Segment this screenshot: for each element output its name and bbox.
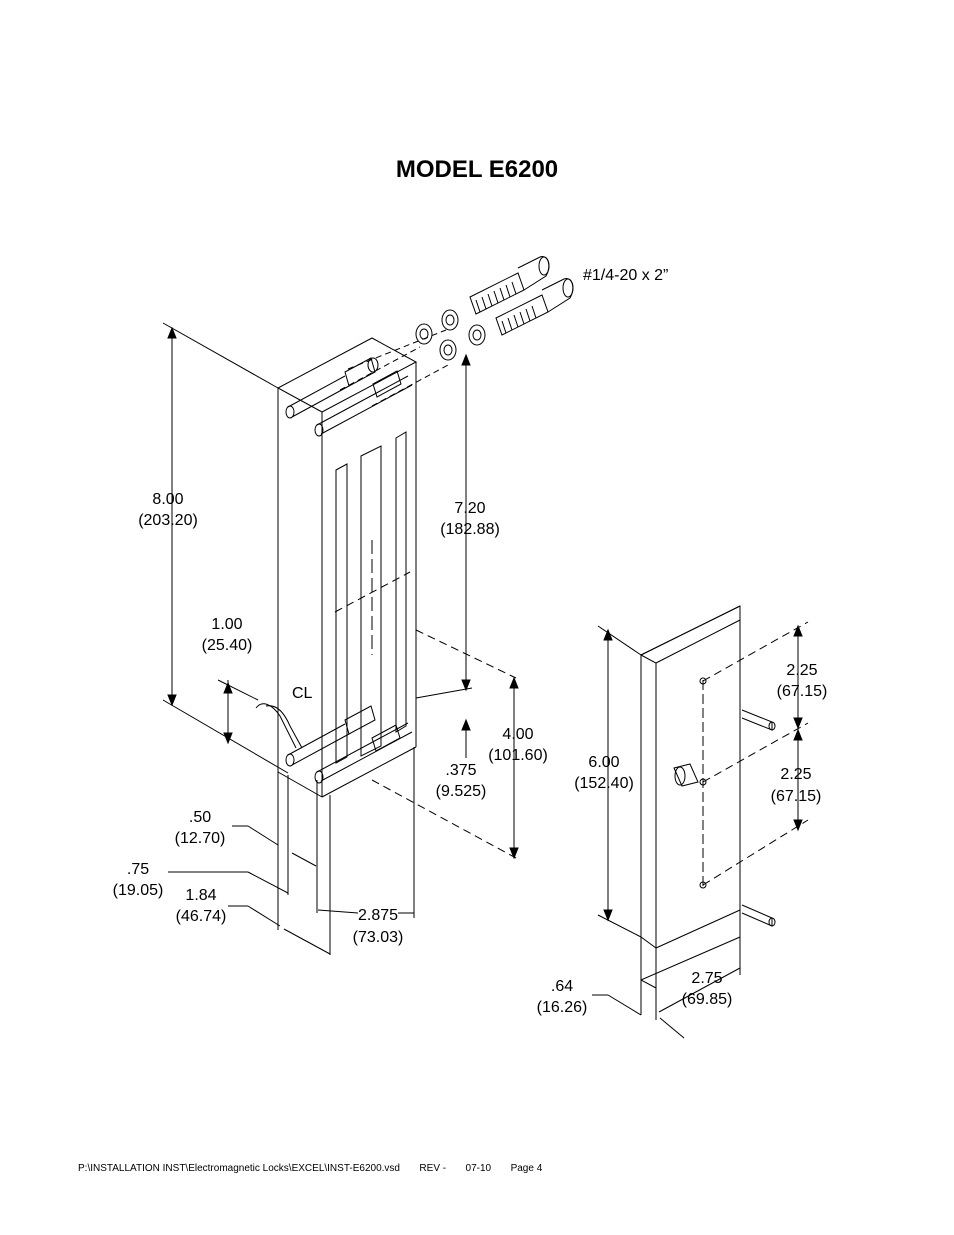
dim-50-inch: .50: [189, 809, 211, 826]
dim-1-00-mm: (25.40): [202, 637, 253, 654]
footer-date: 07-10: [465, 1163, 492, 1174]
dimension-labels: #1/4-20 x 2” CL 8.00 (203.20) 7.20 (182.…: [113, 267, 828, 1016]
dim-7-20-inch: 7.20: [454, 500, 485, 517]
left-dimension-lines: [162, 322, 519, 955]
footer-path: P:\INSTALLATION INST\Electromagnetic Loc…: [78, 1163, 400, 1174]
magnet-body: [255, 329, 449, 798]
dim-2-875-inch: 2.875: [358, 907, 398, 924]
centerline-label: CL: [292, 685, 313, 702]
dim-6-00-inch: 6.00: [588, 754, 619, 771]
page-title: MODEL E6200: [395, 156, 559, 183]
dim-4-00-mm: (101.60): [488, 747, 548, 764]
dim-8-00-mm: (203.20): [138, 512, 198, 529]
dim-2-75-inch: 2.75: [691, 970, 722, 987]
dim-50-mm: (12.70): [175, 830, 226, 847]
footer: P:\INSTALLATION INST\Electromagnetic Loc…: [78, 1163, 542, 1174]
dim-7-20-mm: (182.88): [440, 521, 500, 538]
dim-2-25-bottom-inch: 2.25: [780, 766, 811, 783]
dim-1-00-inch: 1.00: [211, 616, 242, 633]
footer-page: Page 4: [510, 1163, 543, 1174]
dim-2-875-mm: (73.03): [353, 929, 404, 946]
dim-1-84-inch: 1.84: [185, 887, 216, 904]
dim-1-84-mm: (46.74): [176, 908, 227, 925]
right-dimension-lines: [592, 624, 803, 1039]
dim-75-mm: (19.05): [113, 882, 164, 899]
footer-rev: REV -: [419, 1163, 447, 1174]
dim-375-inch: .375: [445, 762, 476, 779]
dim-2-25-top-inch: 2.25: [786, 662, 817, 679]
dim-2-25-bottom-mm: (67.15): [771, 788, 822, 805]
screw-spec-label: #1/4-20 x 2”: [583, 267, 668, 284]
dim-64-mm: (16.26): [537, 999, 588, 1016]
dim-2-25-top-mm: (67.15): [777, 683, 828, 700]
dim-8-00-inch: 8.00: [152, 491, 183, 508]
dim-4-00-inch: 4.00: [502, 726, 533, 743]
washers: [415, 309, 486, 361]
dim-6-00-mm: (152.40): [574, 775, 634, 792]
dim-2-75-mm: (69.85): [682, 991, 733, 1008]
mounting-screws: [469, 256, 574, 336]
dim-64-inch: .64: [551, 978, 573, 995]
armature-plate: [640, 605, 809, 989]
dim-75-inch: .75: [127, 861, 149, 878]
dim-375-mm: (9.525): [436, 783, 487, 800]
